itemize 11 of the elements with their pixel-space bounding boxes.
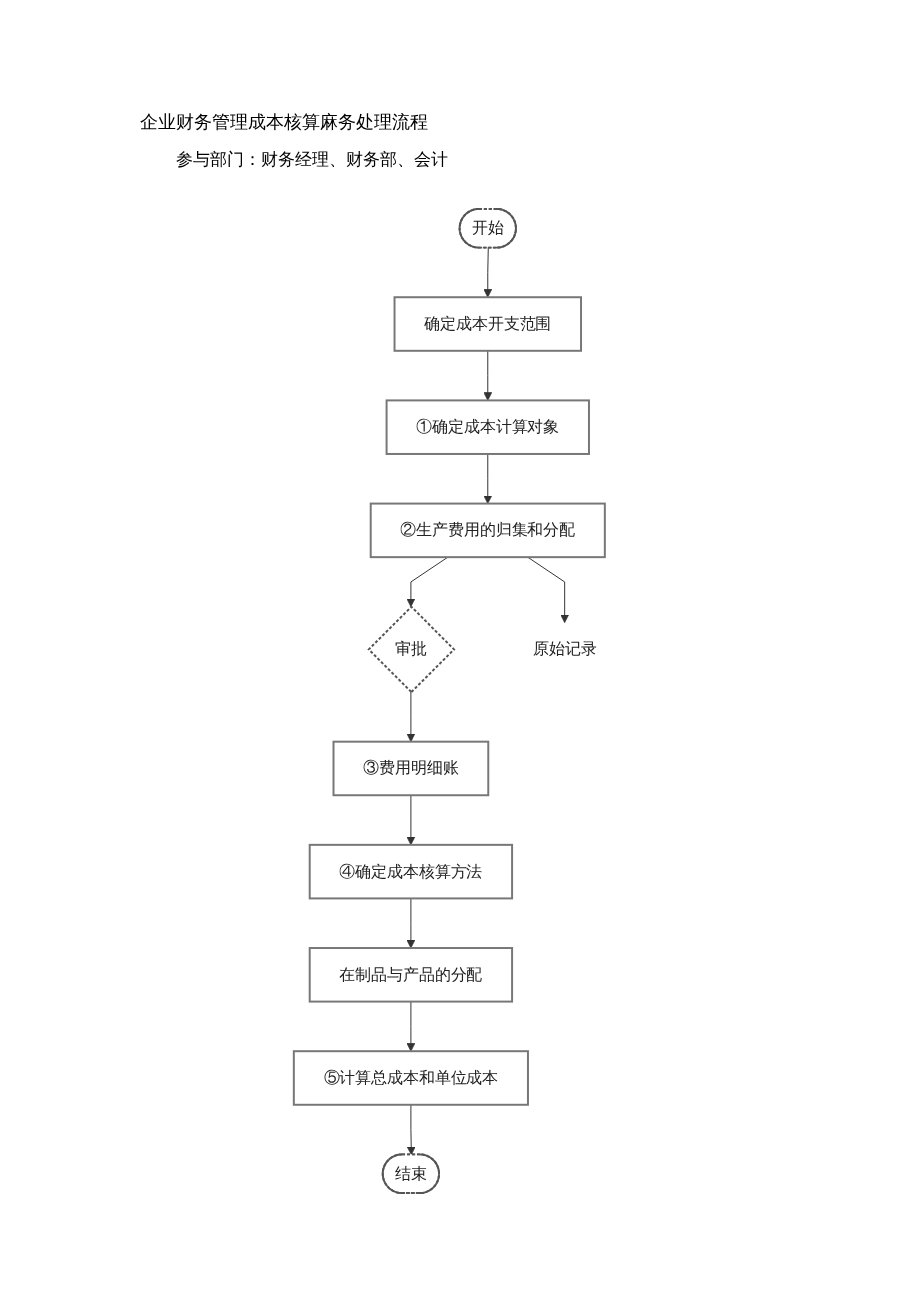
node-text: 原始记录 <box>532 639 597 659</box>
diagram-title: 企业财务管理成本核算麻务处理流程 <box>140 110 429 134</box>
node-box: ②生产费用的归集和分配 <box>369 502 606 559</box>
node-box: 在制品与产品的分配 <box>308 947 514 1003</box>
note-text: 参与部门：财务经理、财务部、会计 <box>176 148 449 171</box>
node-box: ③费用明细账 <box>332 740 490 797</box>
node-box: ④确定成本核算方法 <box>308 843 514 900</box>
node-diamond: 审批 <box>367 605 456 694</box>
node-box: ⑤计算总成本和单位成本 <box>292 1050 529 1106</box>
node-box: 确定成本开支范围 <box>393 296 582 352</box>
node-box: ①确定成本计算对象 <box>385 399 590 455</box>
